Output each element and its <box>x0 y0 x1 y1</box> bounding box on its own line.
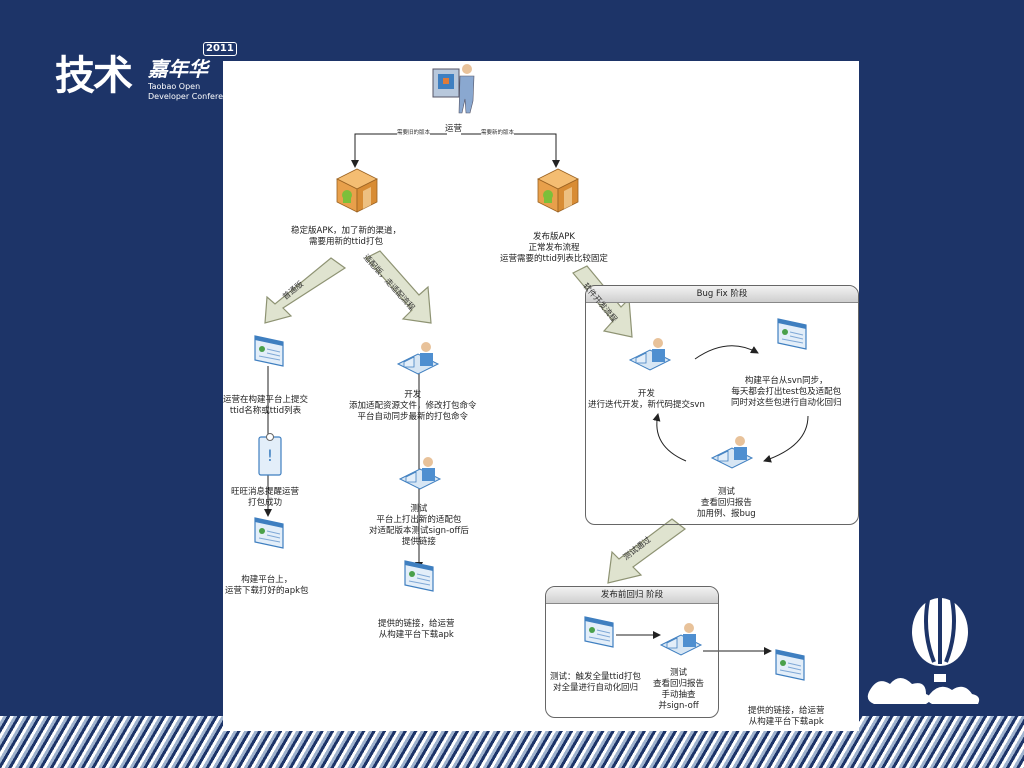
prerelease-test-line4: 并sign-off <box>658 701 699 711</box>
adapt-dev-text: 开发 添加适配资源文件，修改打包命令 平台自动同步最新的打包命令 <box>349 390 477 423</box>
prerelease-test-line3: 手动抽查 <box>661 690 696 700</box>
normal-notify-text: 旺旺消息提醒运营 打包成功 <box>231 487 299 509</box>
prerelease-trigger-line1: 测试：触发全量ttid打包 <box>550 672 641 682</box>
hot-air-balloon-icon <box>867 598 980 704</box>
flow-diagram: Bug Fix 阶段 发布前回归 阶段 运营 需要旧的版本 需要新的版本 稳定版… <box>223 61 859 731</box>
bugfix-dev-text: 开发 进行迭代开发，新代码提交svn <box>588 389 705 411</box>
adapt-tester-workstation-icon <box>398 457 442 490</box>
normal-notify-line2: 打包成功 <box>248 498 283 508</box>
bugfix-dev-line2: 进行迭代开发，新代码提交svn <box>588 400 705 410</box>
adapt-test-line3: 对适配版本测试sign-off后 <box>369 526 469 536</box>
bugfix-dev-line1: 开发 <box>637 389 655 399</box>
stable-apk-line1: 稳定版APK，加了新的渠道， <box>291 226 402 236</box>
logo-main-text: 技术 <box>55 53 133 99</box>
prerelease-trigger-line2: 对全量进行自动化回归 <box>552 683 638 693</box>
bugfix-developer-workstation-icon <box>628 338 672 371</box>
bugfix-panel: Bug Fix 阶段 <box>585 285 859 525</box>
prerelease-test-text: 测试 查看回归报告 手动抽查 并sign-off <box>653 668 704 712</box>
block-arrow-adapt <box>365 250 432 324</box>
normal-download-line1: 构建平台上， <box>241 575 293 585</box>
block-arrow-normal <box>264 257 347 324</box>
adapt-test-line4: 提供链接 <box>401 537 436 547</box>
release-apk-line3: 运营需要的ttid列表比较固定 <box>500 254 608 264</box>
release-apk-label: 发布版APK 正常发布流程 运营需要的ttid列表比较固定 <box>500 232 608 265</box>
prerelease-tester-workstation-icon <box>659 623 703 656</box>
prerelease-title: 发布前回归 阶段 <box>546 587 718 604</box>
adapt-dev-line2: 添加适配资源文件，修改打包命令 <box>349 401 477 411</box>
logo-year-badge: 2011 <box>203 42 237 56</box>
adapt-deliver-text: 提供的链接，给运营 从构建平台下载apk <box>378 619 455 641</box>
prerelease-deliver-text: 提供的链接，给运营 从构建平台下载apk <box>748 706 825 728</box>
build-platform-screen-icon <box>254 335 284 367</box>
release-apk-package-icon <box>537 168 579 213</box>
adapt-deliver-line1: 提供的链接，给运营 <box>378 619 455 629</box>
adapt-deliver-screen-icon <box>404 560 434 592</box>
wangwang-notification-icon: ! <box>258 433 282 476</box>
bugfix-title: Bug Fix 阶段 <box>586 286 858 303</box>
logo-sub-text: 嘉年华 <box>148 57 208 81</box>
normal-download-text: 构建平台上， 运营下载打好的apk包 <box>225 575 309 597</box>
adapt-test-line1: 测试 <box>410 504 428 514</box>
prerelease-test-line2: 查看回归报告 <box>653 679 705 689</box>
bugfix-tester-workstation-icon <box>710 436 754 469</box>
stable-apk-line2: 需要用新的ttid打包 <box>309 237 383 247</box>
prerelease-deliver-line1: 提供的链接，给运营 <box>748 706 825 716</box>
prerelease-panel: 发布前回归 阶段 <box>545 586 719 718</box>
adapt-test-text: 测试 平台上打出新的适配包 对适配版本测试sign-off后 提供链接 <box>369 504 469 548</box>
bugfix-test-line3: 加用例、报bug <box>697 509 756 519</box>
bugfix-build-line2: 每天都会打出test包及适配包 <box>731 387 842 397</box>
stable-apk-label: 稳定版APK，加了新的渠道， 需要用新的ttid打包 <box>291 226 401 248</box>
bugfix-build-line1: 构建平台从svn同步， <box>744 376 828 386</box>
prerelease-test-line1: 测试 <box>670 668 688 678</box>
edge-label-old-version: 需要旧的版本 <box>397 130 431 137</box>
connector-top-left <box>351 133 447 168</box>
block-arrow-test-pass <box>607 518 687 584</box>
prerelease-trigger-text: 测试：触发全量ttid打包 对全量进行自动化回归 <box>550 672 641 694</box>
adapt-deliver-line2: 从构建平台下载apk <box>378 630 454 640</box>
svg-text:!: ! <box>267 446 273 465</box>
bugfix-build-screen-icon <box>777 318 807 350</box>
operator-label: 运营 <box>445 124 463 134</box>
cycle-arrow-left <box>652 413 687 462</box>
prerelease-trigger-screen-icon <box>584 616 614 648</box>
prerelease-deliver-line2: 从构建平台下载apk <box>748 717 824 727</box>
normal-submit-text: 运营在构建平台上提交 ttid名称或ttid列表 <box>223 395 308 417</box>
connector-top-right <box>461 133 560 168</box>
normal-download-line2: 运营下载打好的apk包 <box>225 586 309 596</box>
bugfix-test-line2: 查看回归报告 <box>700 498 752 508</box>
bugfix-build-text: 构建平台从svn同步， 每天都会打出test包及适配包 同时对这些包进行自动化回… <box>731 376 842 409</box>
normal-submit-line1: 运营在构建平台上提交 <box>223 395 309 405</box>
adapt-dev-line1: 开发 <box>404 390 422 400</box>
cycle-arrow-top <box>694 345 759 360</box>
logo-org-text: Taobao Open Developer Conference <box>148 82 224 102</box>
adapt-test-line2: 平台上打出新的适配包 <box>376 515 462 525</box>
bugfix-test-line1: 测试 <box>717 487 735 497</box>
edge-label-new-version: 需要新的版本 <box>481 130 515 137</box>
normal-notify-line1: 旺旺消息提醒运营 <box>231 487 300 497</box>
adapt-dev-line3: 平台自动同步最新的打包命令 <box>357 412 469 422</box>
operator-person-icon <box>432 64 475 114</box>
release-apk-line2: 正常发布流程 <box>528 243 580 253</box>
logo-org-line1: Taobao Open <box>148 82 201 91</box>
cycle-arrow-right <box>763 415 809 463</box>
adapt-developer-workstation-icon <box>396 342 440 375</box>
normal-submit-line2: ttid名称或ttid列表 <box>229 406 302 416</box>
bugfix-test-text: 测试 查看回归报告 加用例、报bug <box>697 487 756 520</box>
bugfix-build-line3: 同时对这些包进行自动化回归 <box>731 398 842 408</box>
prerelease-deliver-screen-icon <box>775 649 805 681</box>
logo-org-line2: Developer Conference <box>148 92 224 101</box>
build-platform-download-screen-icon <box>254 517 284 549</box>
release-apk-line1: 发布版APK <box>532 232 575 242</box>
stable-apk-package-icon <box>336 168 378 213</box>
